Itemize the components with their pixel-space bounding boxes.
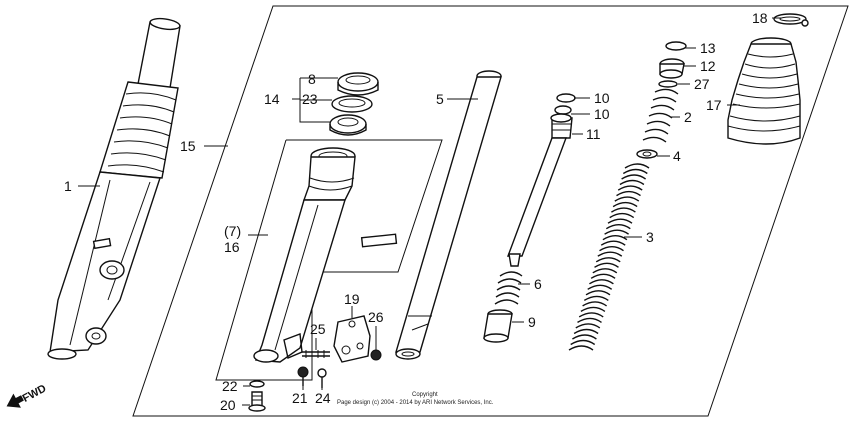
callout-22: 22 (222, 378, 238, 394)
callout-18: 18 (752, 10, 768, 26)
stud-part-25 (302, 350, 330, 358)
oil-seals-8-23 (329, 72, 379, 136)
callout-19: 19 (344, 291, 360, 307)
copyright-line-2: Page design (c) 2004 - 2014 by ARI Netwo… (337, 400, 494, 406)
washer-part-24 (317, 368, 327, 388)
callout-7: (7) (224, 223, 241, 239)
forward-arrow-icon (6, 393, 24, 408)
callout-6: 6 (534, 276, 542, 292)
callout-2: 2 (684, 109, 692, 125)
callout-17: 17 (706, 97, 722, 113)
callout-13: 13 (700, 40, 716, 56)
nut-part-26 (370, 349, 382, 361)
callout-10-upper: 10 (594, 90, 610, 106)
assembly-frame (132, 5, 849, 417)
callout-21: 21 (292, 390, 308, 406)
rebound-spring-part-6 (494, 271, 523, 305)
callout-20: 20 (220, 397, 236, 413)
callout-8: 8 (308, 71, 316, 87)
callout-26: 26 (368, 309, 384, 325)
fork-assembly-part-1 (47, 17, 181, 360)
fork-tube-part-5 (395, 70, 502, 360)
callout-10-lower: 10 (594, 106, 610, 122)
bolt-part-20 (248, 391, 266, 412)
washer-part-4 (636, 149, 658, 159)
callout-27: 27 (694, 76, 710, 92)
callout-14: 14 (264, 91, 280, 107)
clamp-part-18 (773, 13, 809, 27)
callout-16: 16 (224, 239, 240, 255)
callout-3: 3 (646, 229, 654, 245)
fork-cap-parts-12-13-27 (658, 41, 687, 88)
callout-24: 24 (315, 390, 331, 406)
callout-25: 25 (310, 321, 326, 337)
leader-lines (204, 17, 782, 406)
damper-rod-part-11 (506, 93, 576, 267)
callout-11: 11 (586, 126, 601, 142)
collar-part-9 (483, 309, 513, 343)
callout-1: 1 (64, 178, 72, 194)
washer-part-22 (249, 380, 265, 388)
spring-coil (568, 163, 650, 351)
copyright-line-1: Copyright (412, 392, 438, 398)
axle-holder-part-19 (333, 315, 371, 363)
callout-5: 5 (436, 91, 444, 107)
callout-4: 4 (673, 148, 681, 164)
spring-part-3 (568, 163, 650, 351)
callout-23: 23 (302, 91, 318, 107)
nut-part-21 (297, 366, 309, 386)
callout-12: 12 (700, 58, 716, 74)
fork-slider-part-16 (253, 147, 398, 363)
forward-label: FWD (21, 383, 49, 405)
forward-direction-arrow: FWD (6, 383, 49, 408)
callout-15: 15 (180, 138, 196, 154)
callout-9: 9 (528, 314, 536, 330)
dust-boot-part-17 (727, 37, 801, 145)
spring-part-2 (642, 88, 679, 143)
